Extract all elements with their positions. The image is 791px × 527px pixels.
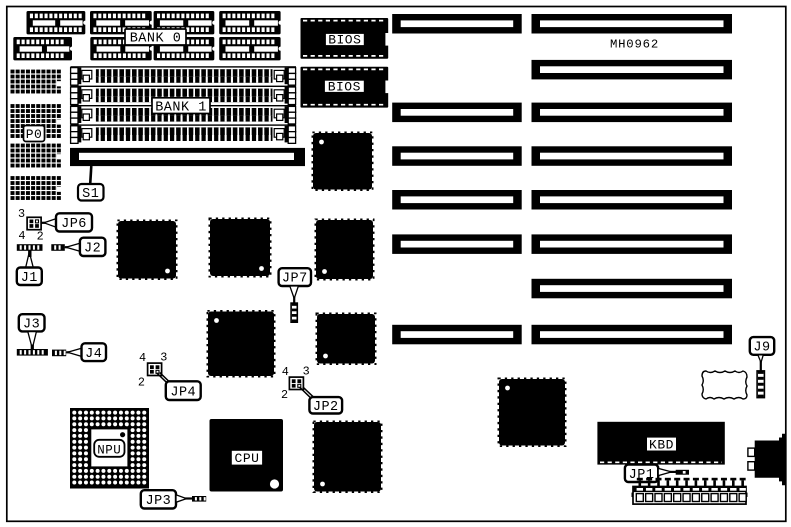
svg-text:JP6: JP6 [61, 217, 87, 232]
svg-text:J9: J9 [753, 341, 770, 356]
svg-text:JP3: JP3 [145, 494, 171, 509]
svg-text:MH0962: MH0962 [610, 38, 659, 52]
svg-text:JP7: JP7 [282, 272, 308, 287]
svg-text:3: 3 [18, 207, 26, 221]
svg-text:2: 2 [138, 375, 146, 389]
svg-text:3: 3 [160, 351, 168, 365]
svg-text:JP1: JP1 [629, 468, 655, 483]
svg-text:P0: P0 [26, 127, 43, 142]
svg-text:J1: J1 [21, 271, 38, 286]
svg-text:4: 4 [139, 351, 147, 365]
svg-text:S1: S1 [82, 187, 99, 202]
svg-text:JP2: JP2 [313, 400, 339, 415]
svg-text:BANK 1: BANK 1 [155, 100, 207, 115]
svg-text:CPU: CPU [235, 451, 260, 466]
svg-text:KBD: KBD [649, 437, 674, 452]
svg-text:2: 2 [37, 229, 45, 243]
svg-text:2: 2 [281, 388, 289, 402]
svg-text:J2: J2 [84, 241, 101, 256]
svg-text:BIOS: BIOS [328, 33, 361, 48]
svg-text:4: 4 [18, 229, 26, 243]
svg-text:BIOS: BIOS [328, 79, 361, 94]
svg-text:3: 3 [303, 365, 311, 379]
svg-text:BANK 0: BANK 0 [130, 32, 182, 47]
svg-text:J3: J3 [23, 317, 40, 332]
svg-text:JP4: JP4 [170, 385, 196, 400]
svg-text:J4: J4 [85, 347, 102, 362]
svg-text:NPU: NPU [97, 444, 121, 458]
svg-text:4: 4 [282, 365, 290, 379]
